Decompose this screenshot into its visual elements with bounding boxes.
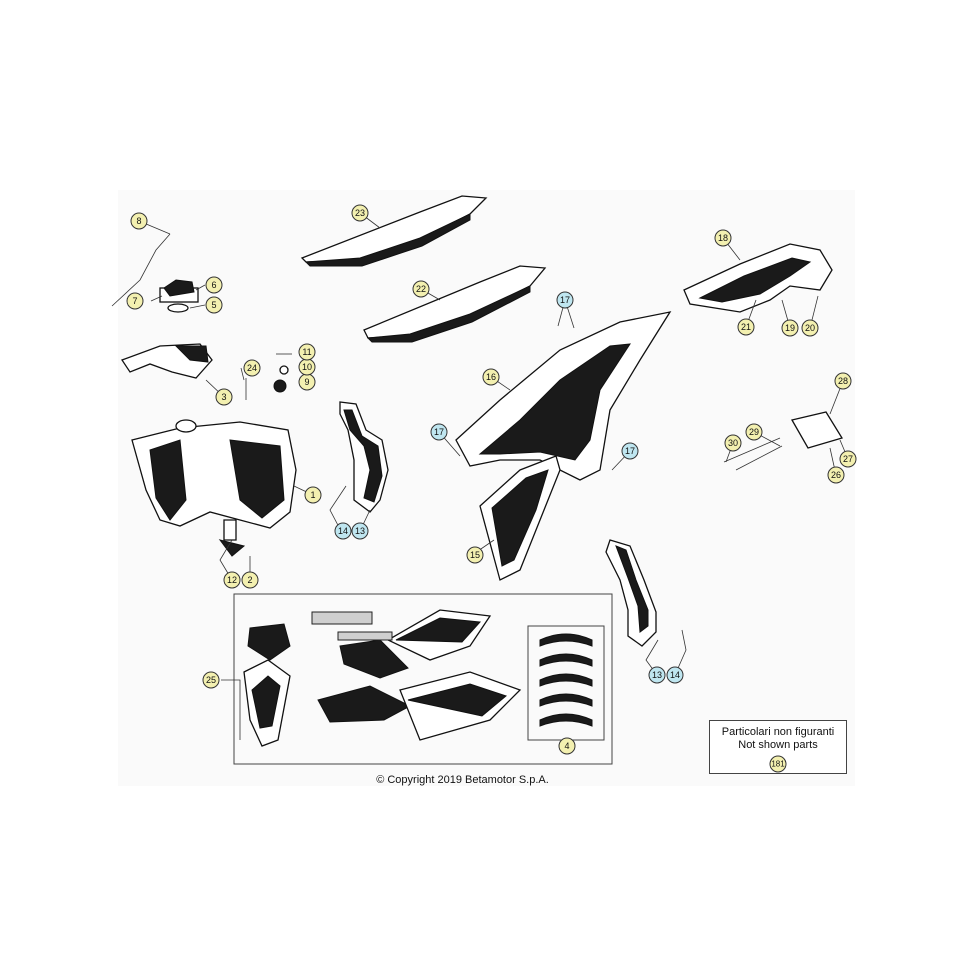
svg-text:12: 12 xyxy=(227,575,237,585)
callout-13-right[interactable]: 13 xyxy=(648,666,666,684)
radiator-shroud-left xyxy=(339,401,389,513)
legend-line-english: Not shown parts xyxy=(738,739,818,751)
callout-6[interactable]: 6 xyxy=(205,276,223,294)
callout-1[interactable]: 1 xyxy=(304,486,322,504)
legend-line-italian: Particolari non figuranti xyxy=(721,726,835,738)
svg-text:27: 27 xyxy=(843,454,853,464)
callout-20[interactable]: 20 xyxy=(801,319,819,337)
tank-bracket-3 xyxy=(121,343,213,379)
callout-29[interactable]: 29 xyxy=(745,423,763,441)
callout-17-left[interactable]: 17 xyxy=(430,423,448,441)
callout-16[interactable]: 16 xyxy=(482,368,500,386)
svg-text:3: 3 xyxy=(221,392,226,402)
svg-text:10: 10 xyxy=(302,362,312,372)
svg-text:4: 4 xyxy=(564,741,569,751)
svg-text:13: 13 xyxy=(652,670,662,680)
svg-text:29: 29 xyxy=(749,427,759,437)
svg-text:7: 7 xyxy=(132,296,137,306)
bolt-set-9-11 xyxy=(245,353,292,400)
not-shown-parts-box: Particolari non figuranti Not shown part… xyxy=(709,720,847,774)
svg-text:2: 2 xyxy=(247,575,252,585)
callout-25[interactable]: 25 xyxy=(202,671,220,689)
svg-text:26: 26 xyxy=(831,470,841,480)
svg-text:14: 14 xyxy=(338,526,348,536)
callout-4[interactable]: 4 xyxy=(558,737,576,755)
svg-text:17: 17 xyxy=(560,295,570,305)
callout-26[interactable]: 26 xyxy=(827,466,845,484)
callout-181[interactable]: 181 xyxy=(768,754,788,774)
svg-text:13: 13 xyxy=(355,526,365,536)
callout-14-left[interactable]: 14 xyxy=(334,522,352,540)
svg-text:19: 19 xyxy=(785,323,795,333)
callout-13-left[interactable]: 13 xyxy=(351,522,369,540)
svg-text:8: 8 xyxy=(136,216,141,226)
svg-text:28: 28 xyxy=(838,376,848,386)
svg-text:22: 22 xyxy=(416,284,426,294)
callout-14-right[interactable]: 14 xyxy=(666,666,684,684)
callout-9[interactable]: 9 xyxy=(298,373,316,391)
callout-7[interactable]: 7 xyxy=(126,292,144,310)
sticker-kit-box xyxy=(233,593,613,765)
svg-text:17: 17 xyxy=(625,446,635,456)
seat-23 xyxy=(300,195,488,267)
fuel-cap xyxy=(111,233,199,313)
svg-text:16: 16 xyxy=(486,372,496,382)
callout-28[interactable]: 28 xyxy=(834,372,852,390)
side-panel-16 xyxy=(455,311,672,481)
callout-18[interactable]: 18 xyxy=(714,229,732,247)
callout-2[interactable]: 2 xyxy=(241,571,259,589)
callout-17-right[interactable]: 17 xyxy=(621,442,639,460)
svg-text:6: 6 xyxy=(211,280,216,290)
svg-text:9: 9 xyxy=(304,377,309,387)
svg-text:20: 20 xyxy=(805,323,815,333)
svg-text:30: 30 xyxy=(728,438,738,448)
svg-text:15: 15 xyxy=(470,550,480,560)
callout-30[interactable]: 30 xyxy=(724,434,742,452)
callout-10[interactable]: 10 xyxy=(298,358,316,376)
callout-3[interactable]: 3 xyxy=(215,388,233,406)
svg-text:181: 181 xyxy=(771,760,785,769)
petcock-12 xyxy=(218,519,246,557)
svg-text:25: 25 xyxy=(206,675,216,685)
rear-fender-18 xyxy=(683,243,833,313)
copyright-text: © Copyright 2019 Betamotor S.p.A. xyxy=(376,774,549,786)
svg-text:5: 5 xyxy=(211,300,216,310)
seat-22 xyxy=(363,265,547,343)
callout-15[interactable]: 15 xyxy=(466,546,484,564)
callout-21[interactable]: 21 xyxy=(737,318,755,336)
svg-text:11: 11 xyxy=(302,347,311,357)
callout-24[interactable]: 24 xyxy=(243,359,261,377)
callout-27[interactable]: 27 xyxy=(839,450,857,468)
svg-text:18: 18 xyxy=(718,233,728,243)
callout-17-top[interactable]: 17 xyxy=(556,291,574,309)
radiator-shroud-right xyxy=(605,539,657,647)
callout-5[interactable]: 5 xyxy=(205,296,223,314)
callout-11[interactable]: 11 xyxy=(298,343,316,361)
callout-19[interactable]: 19 xyxy=(781,319,799,337)
callout-23[interactable]: 23 xyxy=(351,204,369,222)
callout-12[interactable]: 12 xyxy=(223,571,241,589)
svg-text:14: 14 xyxy=(670,670,680,680)
svg-text:21: 21 xyxy=(741,322,751,332)
svg-text:17: 17 xyxy=(434,427,444,437)
callout-22[interactable]: 22 xyxy=(412,280,430,298)
fuel-tank-1 xyxy=(131,419,297,529)
front-number-panel-15 xyxy=(479,455,561,581)
svg-text:1: 1 xyxy=(310,490,315,500)
callout-8[interactable]: 8 xyxy=(130,212,148,230)
svg-text:23: 23 xyxy=(355,208,365,218)
license-bracket xyxy=(723,411,843,471)
svg-text:24: 24 xyxy=(247,363,257,373)
